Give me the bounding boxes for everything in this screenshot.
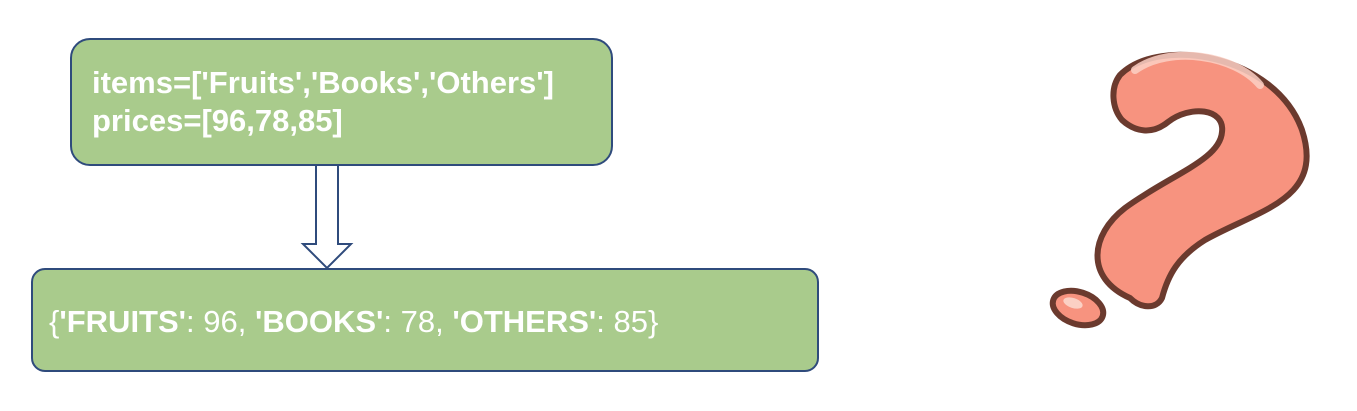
dict-key-fruits: 'FRUITS' — [59, 304, 187, 339]
comma: , — [237, 304, 255, 339]
separator: : — [383, 304, 401, 339]
dict-value-others: 85 — [613, 304, 649, 339]
separator: : — [596, 304, 614, 339]
open-brace: { — [49, 304, 60, 339]
dict-value-fruits: 96 — [203, 304, 238, 339]
dict-key-books: 'BOOKS' — [255, 304, 384, 339]
dict-value-books: 78 — [400, 304, 436, 339]
question-mark-icon — [1049, 51, 1310, 329]
separator: : — [186, 304, 204, 339]
output-result-box: {'FRUITS': 96, 'BOOKS': 78, 'OTHERS': 85… — [31, 268, 819, 372]
down-arrow-icon — [300, 164, 354, 270]
result-dict-line: {'FRUITS': 96, 'BOOKS': 78, 'OTHERS': 85… — [49, 302, 817, 342]
close-brace: } — [648, 304, 659, 339]
prices-line: prices=[96,78,85] — [92, 103, 343, 138]
comma: , — [435, 304, 453, 339]
items-line: items=['Fruits','Books','Others'] — [92, 65, 554, 100]
dict-key-others: 'OTHERS' — [452, 304, 597, 339]
input-code-box: items=['Fruits','Books','Others'] prices… — [70, 38, 613, 166]
